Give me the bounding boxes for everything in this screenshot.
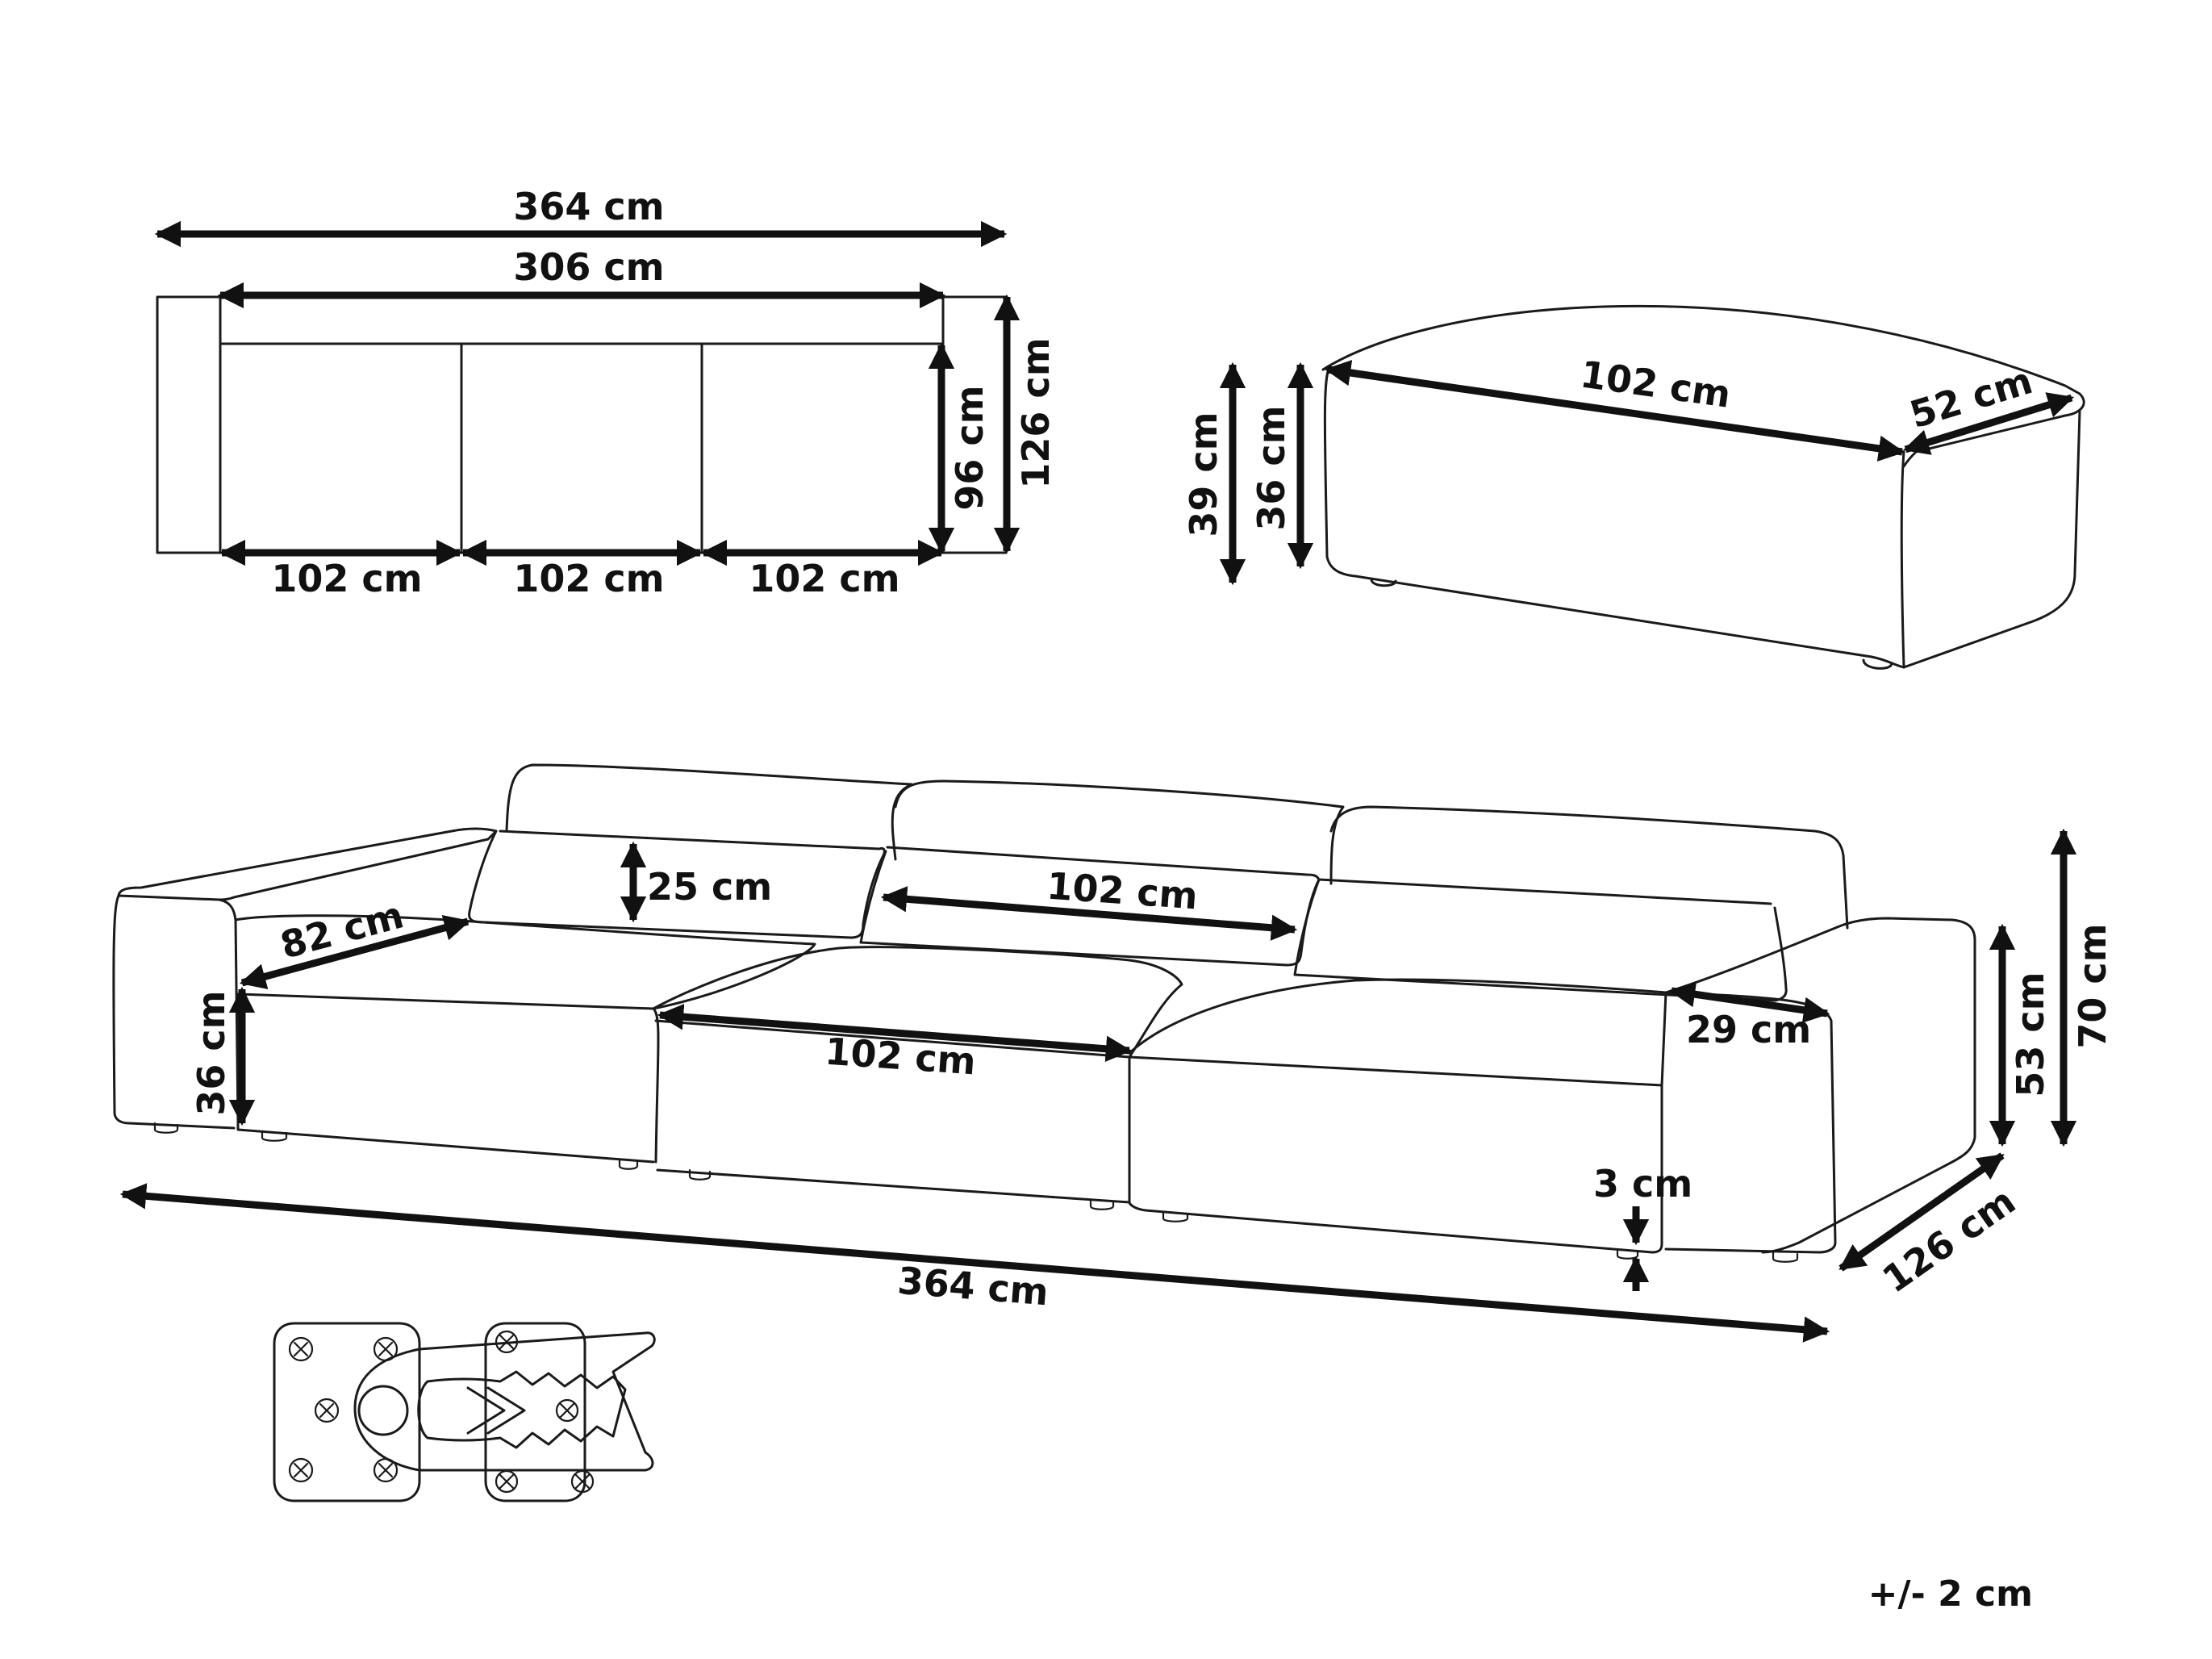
dimension-arrow — [1668, 981, 1830, 1023]
module-width-label: 102 cm — [749, 557, 899, 600]
dimension-arrow — [880, 886, 1298, 941]
sofa-foot — [261, 1130, 288, 1142]
sofa-3d-view: 25 cm 102 cm 82 cm 36 cm 102 cm 29 cm 53… — [112, 763, 2114, 1343]
armrest-width-label: 29 cm — [1686, 1008, 1811, 1051]
screw-icon — [555, 1398, 579, 1423]
seat-height-label: 36 cm — [190, 990, 233, 1115]
locking-teeth — [466, 1386, 526, 1435]
pivot-icon — [357, 1385, 409, 1436]
dimension-arrow — [239, 915, 471, 989]
dimension-arrow — [1902, 392, 2075, 455]
dimension-arrow — [1324, 360, 1905, 462]
toothed-connector — [417, 1370, 627, 1449]
dimension-arrow — [119, 1183, 1830, 1343]
back-cushion-right — [1293, 878, 1788, 1002]
left-armrest-top — [156, 295, 222, 554]
back-cushion-middle — [859, 846, 1321, 967]
backrest-top — [219, 295, 945, 345]
arm-height-label: 53 cm — [2009, 972, 2052, 1097]
module-width-label: 102 cm — [513, 557, 664, 600]
overall-height-label: 70 cm — [2071, 923, 2114, 1048]
seat-cushion-left-front — [236, 992, 655, 1164]
screw-icon — [495, 1469, 519, 1494]
bracket-arm — [353, 1331, 656, 1472]
ottoman-seat-height-label: 36 cm — [1250, 405, 1293, 530]
sofa-foot — [618, 1158, 639, 1170]
ottoman-height-label: 39 cm — [1182, 412, 1225, 537]
seat-depth-label: 96 cm — [948, 385, 991, 510]
seat-top — [219, 342, 945, 554]
ottoman-depth-label: 52 cm — [1905, 358, 2037, 437]
tolerance-note: +/- 2 cm — [1868, 1573, 2033, 1615]
dimension-arrow — [1838, 1152, 2005, 1272]
sofa-foot — [153, 1122, 179, 1134]
ottoman-view: 102 cm 52 cm 39 cm 36 cm — [1182, 304, 2085, 670]
top-view: 364 cm 306 cm 102 cm 102 cm 102 cm 96 cm… — [154, 185, 1058, 600]
overall-width-label: 364 cm — [513, 185, 664, 228]
left-armrest-front — [112, 894, 236, 1130]
module-width-label: 102 cm — [271, 557, 422, 600]
mounting-plate — [273, 1322, 421, 1502]
seat-cushion-middle-top — [652, 946, 1183, 1059]
backrest-middle — [894, 779, 1345, 885]
seat-width-label: 102 cm — [824, 1030, 978, 1084]
ottoman-side-face — [1902, 410, 2081, 669]
backrest-height-label: 25 cm — [647, 865, 772, 909]
ottoman-corner-edge — [1900, 450, 1905, 669]
dimension-arrow — [657, 1004, 1133, 1062]
left-armrest-top — [117, 827, 498, 901]
ottoman-foot — [1862, 658, 1893, 670]
backrest-left — [505, 763, 913, 861]
screw-icon — [288, 1457, 314, 1483]
inner-width-label: 306 cm — [513, 245, 664, 289]
sofa-foot — [1772, 1251, 1799, 1263]
back-cushion-right-top — [1317, 878, 1772, 905]
overall-depth-label: 126 cm — [1875, 1179, 2023, 1302]
seat-cushion-left-edge — [652, 1007, 660, 1164]
backrest-right — [1329, 805, 1849, 930]
seat-cushion-right-front — [1128, 1055, 1663, 1254]
screw-icon — [288, 1336, 314, 1362]
screw-icon — [314, 1398, 340, 1423]
mounting-plate — [484, 1322, 586, 1502]
connector-bracket-illustration — [273, 1322, 656, 1502]
sofa-foot — [688, 1168, 712, 1181]
ottoman-foot — [1370, 578, 1397, 587]
seat-cushion-right-top — [1128, 978, 1667, 1087]
foot-height-label: 3 cm — [1593, 1162, 1692, 1206]
overall-depth-label: 126 cm — [1014, 337, 1058, 488]
backrest-width-label: 102 cm — [1045, 864, 1200, 918]
right-armrest — [1664, 917, 1976, 1254]
